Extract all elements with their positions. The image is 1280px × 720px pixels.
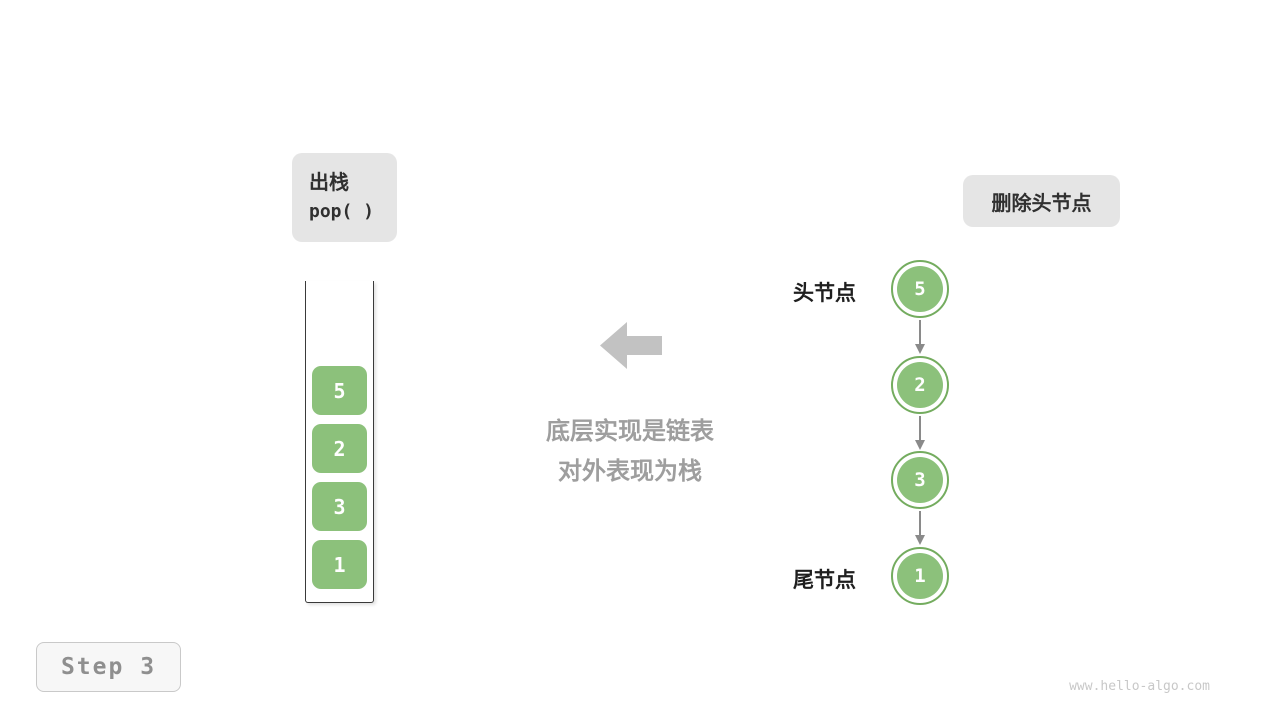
stack-container: 5 2 3 1 xyxy=(305,281,374,603)
caption-line-1: 底层实现是链表 xyxy=(546,417,714,445)
list-node-value: 3 xyxy=(897,457,943,503)
caption-line-2: 对外表现为栈 xyxy=(558,457,702,485)
watermark: www.hello-algo.com xyxy=(1069,679,1210,694)
stack-item: 2 xyxy=(312,424,367,473)
stack-item: 5 xyxy=(312,366,367,415)
head-node-label: 头节点 xyxy=(793,281,856,305)
list-node: 5 xyxy=(891,260,949,318)
left-arrow-icon xyxy=(600,322,662,369)
list-node-value: 2 xyxy=(897,362,943,408)
list-node: 1 xyxy=(891,547,949,605)
list-node: 2 xyxy=(891,356,949,414)
arrow-down-icon xyxy=(915,511,925,545)
pop-operation-label-code: pop( ) xyxy=(309,201,375,222)
tail-node-label: 尾节点 xyxy=(793,568,856,592)
list-node-value: 1 xyxy=(897,553,943,599)
arrow-down-icon xyxy=(915,416,925,450)
list-node-value: 5 xyxy=(897,266,943,312)
pop-operation-label: 出栈 pop( ) xyxy=(292,153,397,242)
arrow-down-icon xyxy=(915,320,925,354)
list-node: 3 xyxy=(891,451,949,509)
stack-item: 1 xyxy=(312,540,367,589)
pop-operation-label-cn: 出栈 xyxy=(309,170,349,194)
caption: 底层实现是链表 对外表现为栈 xyxy=(480,411,780,491)
step-badge: Step 3 xyxy=(36,642,181,692)
stack-item: 3 xyxy=(312,482,367,531)
delete-head-label: 删除头节点 xyxy=(963,175,1120,227)
